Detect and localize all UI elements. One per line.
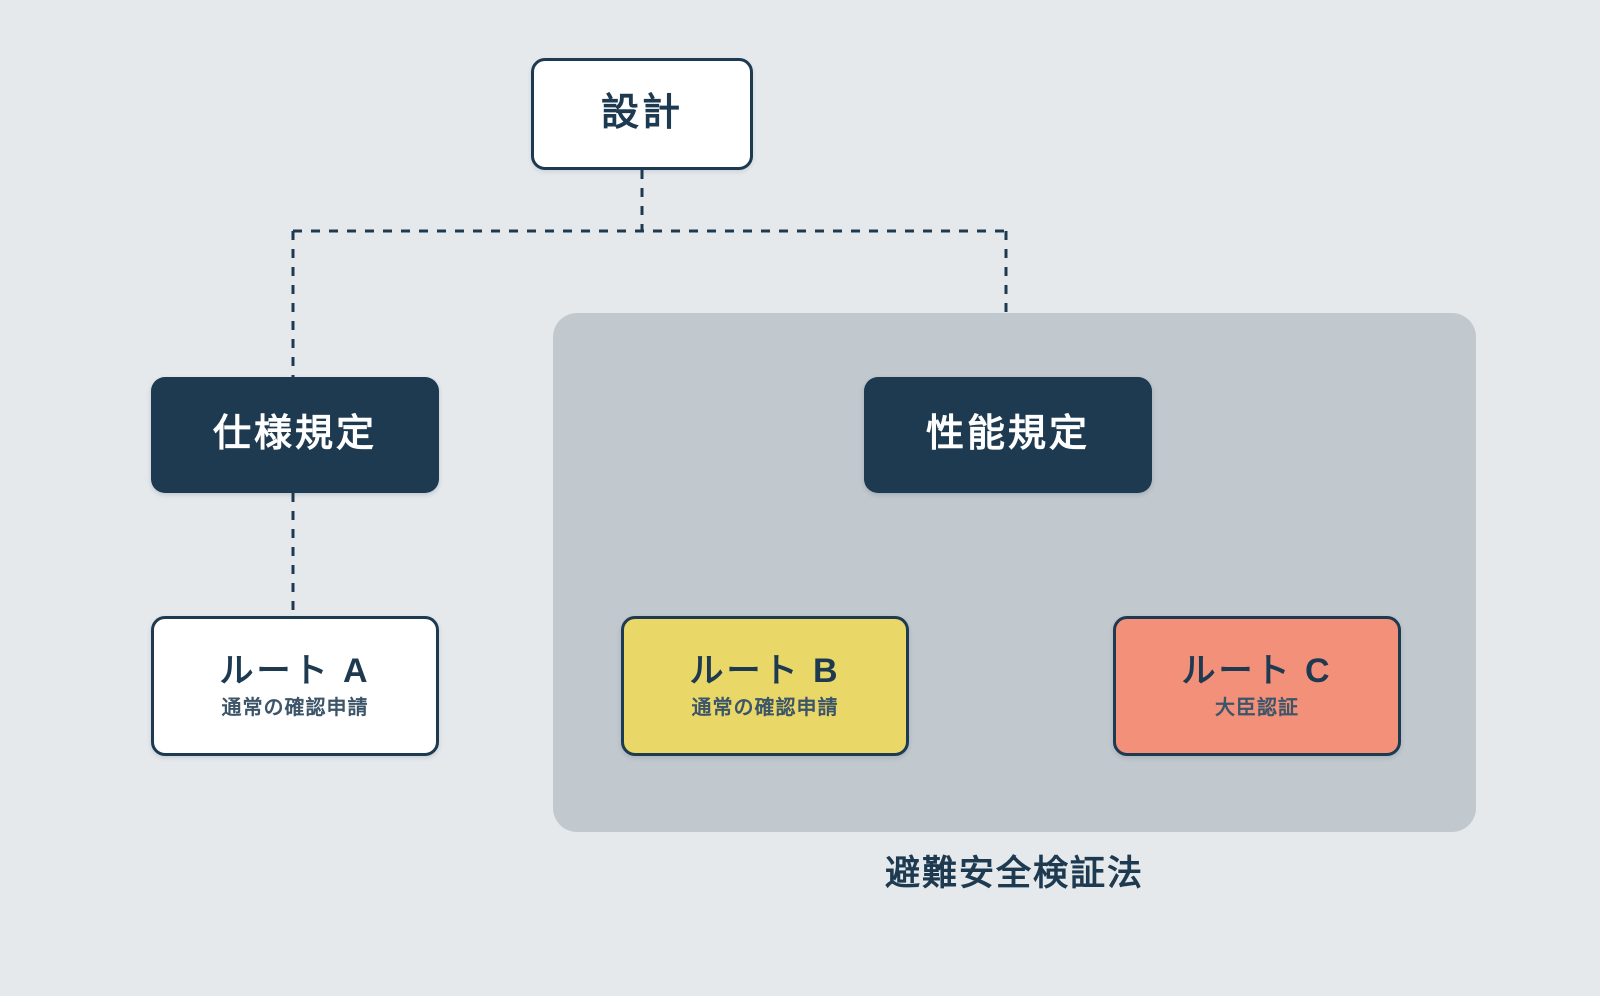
node-spec-provision[interactable]: 仕様規定 <box>151 377 439 493</box>
node-design-label: 設計 <box>600 92 683 135</box>
node-route-b-subtitle: 通常の確認申請 <box>691 697 839 720</box>
node-performance-provision-label: 性能規定 <box>925 413 1090 456</box>
node-route-a-subtitle: 通常の確認申請 <box>221 697 369 720</box>
node-route-b-label: ルート B <box>689 651 841 690</box>
node-route-c-subtitle: 大臣認証 <box>1215 697 1299 720</box>
node-route-a[interactable]: ルート A 通常の確認申請 <box>151 616 439 756</box>
group-caption: 避難安全検証法 <box>884 854 1144 893</box>
node-route-a-label: ルート A <box>219 651 371 690</box>
node-route-c-label: ルート C <box>1181 651 1333 690</box>
node-performance-provision[interactable]: 性能規定 <box>864 377 1152 493</box>
node-route-c[interactable]: ルート C 大臣認証 <box>1113 616 1401 756</box>
node-route-b[interactable]: ルート B 通常の確認申請 <box>621 616 909 756</box>
node-spec-provision-label: 仕様規定 <box>212 413 377 456</box>
node-design[interactable]: 設計 <box>531 58 753 170</box>
